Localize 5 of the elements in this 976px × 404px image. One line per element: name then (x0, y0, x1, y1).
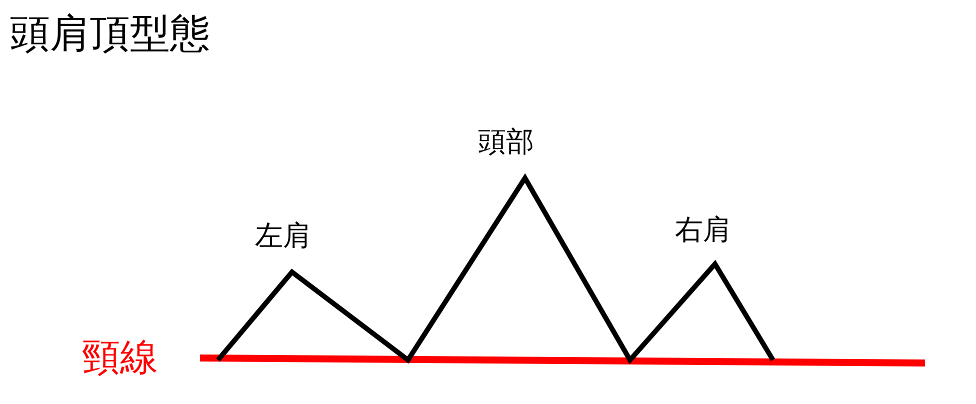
peak-label: 左肩 (255, 222, 311, 250)
title: 頭肩頂型態 (10, 14, 210, 54)
neckline-label: 頸線 (82, 338, 158, 376)
peak-label: 頭部 (478, 128, 534, 156)
peak-label: 右肩 (675, 216, 731, 244)
